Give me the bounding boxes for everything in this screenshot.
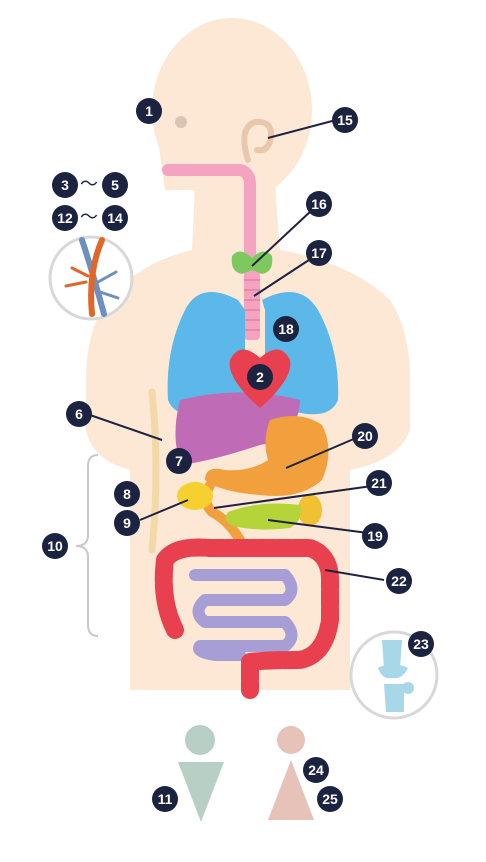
badge-9: 9 — [114, 510, 140, 536]
badge-3: 3 — [52, 172, 78, 198]
liver — [175, 392, 300, 465]
kidney-right — [298, 494, 322, 526]
badge-20: 20 — [352, 423, 378, 449]
range-tilde-3-5: 〜 — [80, 174, 98, 195]
badge-12: 12 — [52, 205, 78, 231]
badge-15: 15 — [332, 107, 358, 133]
badge-1: 1 — [136, 98, 162, 124]
blood-vessel-icon — [48, 235, 134, 321]
badge-10: 10 — [42, 533, 68, 559]
male-icon — [178, 725, 224, 822]
gallbladder — [177, 482, 213, 510]
badge-22: 22 — [386, 568, 412, 594]
female-icon — [268, 726, 314, 820]
pancreas — [225, 503, 301, 530]
badge-7: 7 — [166, 448, 192, 474]
badge-16: 16 — [306, 191, 332, 217]
small-intestine — [189, 569, 298, 661]
badge-8: 8 — [114, 481, 140, 507]
bracket-10 — [75, 454, 99, 637]
spine — [148, 388, 160, 554]
badge-2: 2 — [247, 364, 273, 390]
badge-11: 11 — [152, 786, 178, 812]
leader-lines — [89, 119, 385, 581]
badge-18: 18 — [273, 316, 299, 342]
colon — [154, 538, 339, 699]
ear-icon — [241, 118, 274, 163]
badge-6: 6 — [66, 401, 92, 427]
badge-17: 17 — [306, 240, 332, 266]
badge-19: 19 — [362, 523, 388, 549]
eye-icon — [175, 116, 187, 128]
esophagus — [162, 164, 256, 336]
trachea — [244, 270, 260, 340]
badge-25: 25 — [317, 786, 343, 812]
badge-14: 14 — [102, 205, 128, 231]
range-tilde-12-14: 〜 — [80, 207, 98, 228]
stomach — [205, 416, 329, 496]
badge-23: 23 — [408, 631, 434, 657]
badge-5: 5 — [102, 172, 128, 198]
badge-24: 24 — [303, 757, 329, 783]
badge-21: 21 — [366, 470, 392, 496]
